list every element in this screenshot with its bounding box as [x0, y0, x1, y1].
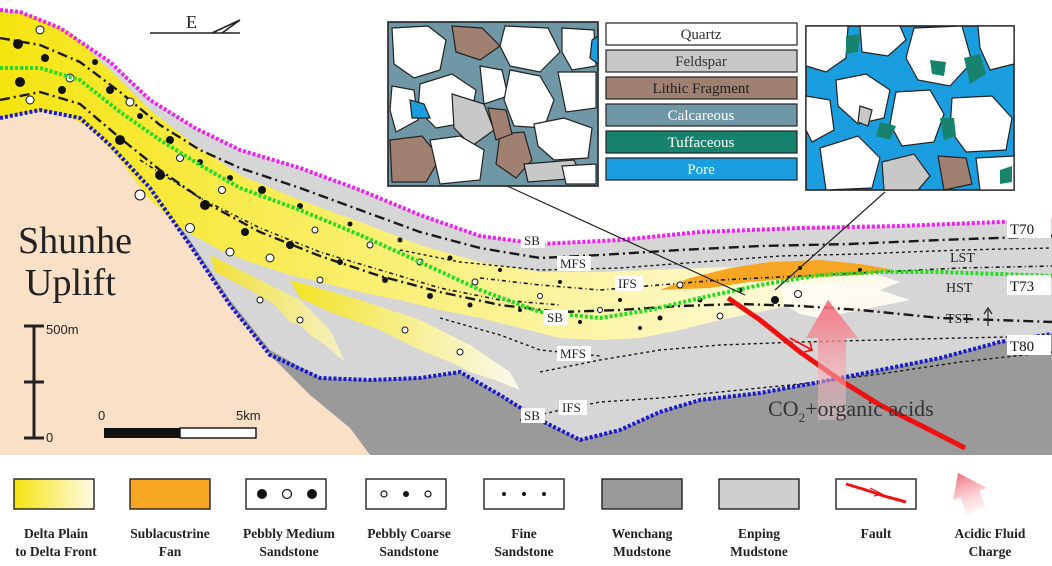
- svg-text:500m: 500m: [46, 322, 79, 337]
- legend-fluid-line2: Charge: [969, 544, 1012, 559]
- seq-label-mfs-lower: MFS: [560, 346, 586, 361]
- fault-slip-arrow: [789, 337, 813, 353]
- shunhe-uplift-body: [0, 110, 370, 455]
- boundary-bottom-sb: [0, 107, 1052, 443]
- vertical-scale-bar: 500m 0: [24, 322, 79, 445]
- legend-fine-line2: Sandstone: [494, 544, 553, 559]
- legend-delta-line2: to Delta Front: [15, 544, 97, 559]
- horizon-label-t73: T73: [1010, 279, 1034, 295]
- delta-tongue-lower-1: [210, 255, 345, 362]
- horizon-label-t80: T80: [1010, 339, 1034, 355]
- legend-swatch-fluid-arrow: [953, 472, 987, 515]
- mineral-legend-calcareous: Calcareous: [668, 108, 735, 124]
- svg-text:0: 0: [98, 408, 105, 423]
- boundary-top-sb: [0, 8, 1052, 247]
- seq-label-sb-lower: SB: [524, 408, 540, 423]
- uplift-label-line2: Uplift: [25, 262, 116, 304]
- boundary-mid-sb: [0, 66, 1052, 321]
- mineral-legend-quartz: Quartz: [681, 27, 722, 43]
- legend-swatch-fine: [483, 478, 565, 510]
- mineral-legend-lithic: Lithic Fragment: [652, 81, 750, 97]
- seq-label-sb-upper: SB: [524, 233, 540, 248]
- thin-section-inset-left: [387, 21, 599, 187]
- legend-fan-line1: Sublacustrine: [130, 526, 210, 541]
- legend-fluid-line1: Acidic Fluid: [955, 526, 1026, 541]
- legend-enping-line2: Mudstone: [730, 544, 788, 559]
- seq-label-ifs-upper: IFS: [618, 276, 637, 291]
- legend-swatch-delta: [13, 478, 95, 510]
- inset-leader-left: [504, 184, 746, 296]
- seq-label-mfs-upper: MFS: [560, 256, 586, 271]
- thin-section-inset-right: [805, 25, 1015, 191]
- svg-text:E: E: [186, 12, 197, 32]
- legend-fine-line1: Fine: [511, 526, 537, 541]
- legend-wenchang-line1: Wenchang: [612, 526, 673, 541]
- legend-swatch-enping: [718, 478, 800, 510]
- uplift-label-line1: Shunhe: [18, 220, 132, 262]
- delta-fan-tip: [780, 282, 910, 318]
- delta-tongue-lower-2: [290, 280, 520, 390]
- legend-pebbly-medium-line1: Pebbly Medium: [243, 526, 336, 541]
- mineral-legend-feldspar: Feldspar: [675, 54, 727, 70]
- legend-pebbly-coarse-line2: Sandstone: [379, 544, 438, 559]
- horizontal-scale-bar: 0 5km: [98, 408, 261, 439]
- tract-label-tst: TST: [946, 312, 971, 327]
- inset-leader-right: [774, 191, 886, 291]
- legend-pebbly-coarse-line1: Pebbly Coarse: [367, 526, 451, 541]
- legend-fan-line2: Fan: [159, 544, 182, 559]
- mineral-legend: Quartz Feldspar Lithic Fragment Calcareo…: [605, 22, 798, 181]
- legend-enping-line1: Enping: [738, 526, 780, 541]
- legend-fault-line1: Fault: [861, 526, 892, 541]
- delta-pebbles: [13, 25, 862, 356]
- tract-label-hst: HST: [946, 281, 973, 296]
- fluid-label: CO2+organic acids: [768, 396, 934, 425]
- tract-label-lst: LST: [950, 251, 975, 266]
- seq-label-sb-mid: SB: [547, 310, 563, 325]
- compass-indicator: E: [150, 12, 241, 34]
- mineral-legend-pore: Pore: [687, 162, 715, 178]
- legend-pebbly-medium-line2: Sandstone: [259, 544, 318, 559]
- seq-label-ifs-lower: IFS: [562, 400, 581, 415]
- legend-swatch-fan: [129, 478, 211, 510]
- horizon-label-t70: T70: [1010, 222, 1034, 238]
- svg-text:0: 0: [46, 430, 53, 445]
- bottom-legend: Delta Plain to Delta Front Sublacustrine…: [13, 472, 1026, 559]
- acidic-fluid-arrow: [806, 300, 858, 420]
- legend-wenchang-line2: Mudstone: [613, 544, 671, 559]
- legend-delta-line1: Delta Plain: [24, 526, 89, 541]
- svg-text:5km: 5km: [236, 408, 261, 423]
- legend-swatch-wenchang: [601, 478, 683, 510]
- mineral-legend-tuffaceous: Tuffaceous: [668, 135, 735, 151]
